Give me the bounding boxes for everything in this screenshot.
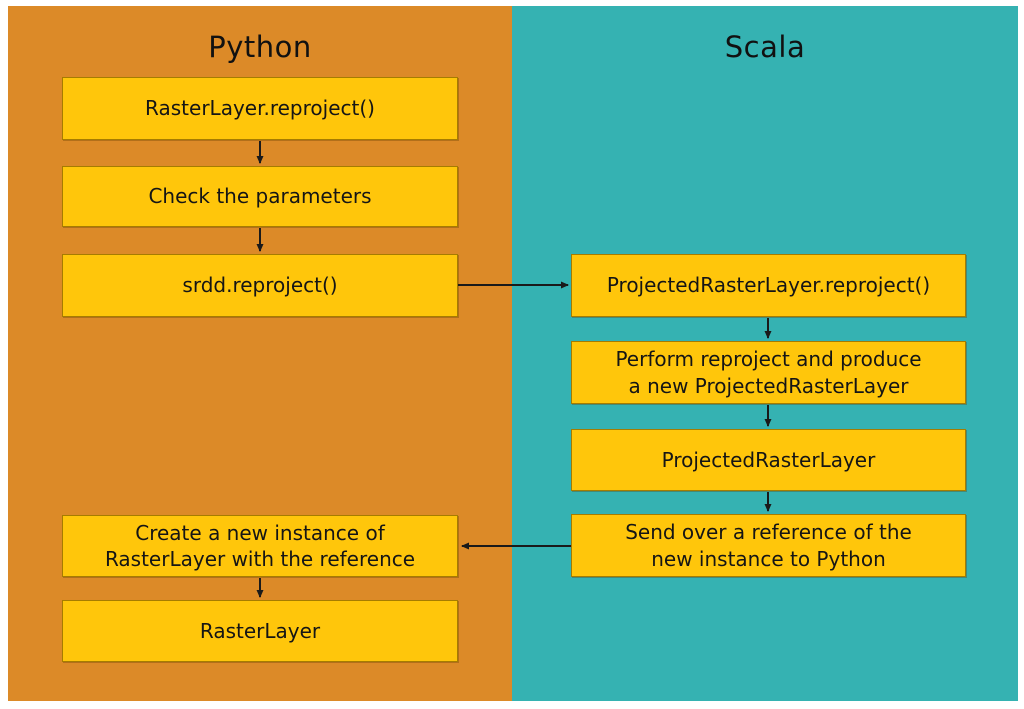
node-perform-reproject: Perform reproject and produce a new Proj… <box>571 341 966 404</box>
node-rasterlayer-result: RasterLayer <box>62 600 458 662</box>
scala-panel-title: Scala <box>724 30 806 64</box>
node-check-parameters: Check the parameters <box>62 166 458 227</box>
node-projectedrasterlayer-result: ProjectedRasterLayer <box>571 429 966 491</box>
node-projectedrasterlayer-reproject-call: ProjectedRasterLayer.reproject() <box>571 254 966 317</box>
node-send-reference: Send over a reference of the new instanc… <box>571 514 966 577</box>
node-rasterlayer-reproject-call: RasterLayer.reproject() <box>62 77 458 140</box>
node-srdd-reproject-call: srdd.reproject() <box>62 254 458 317</box>
python-panel-title: Python <box>208 30 312 64</box>
node-create-new-instance: Create a new instance of RasterLayer wit… <box>62 515 458 577</box>
